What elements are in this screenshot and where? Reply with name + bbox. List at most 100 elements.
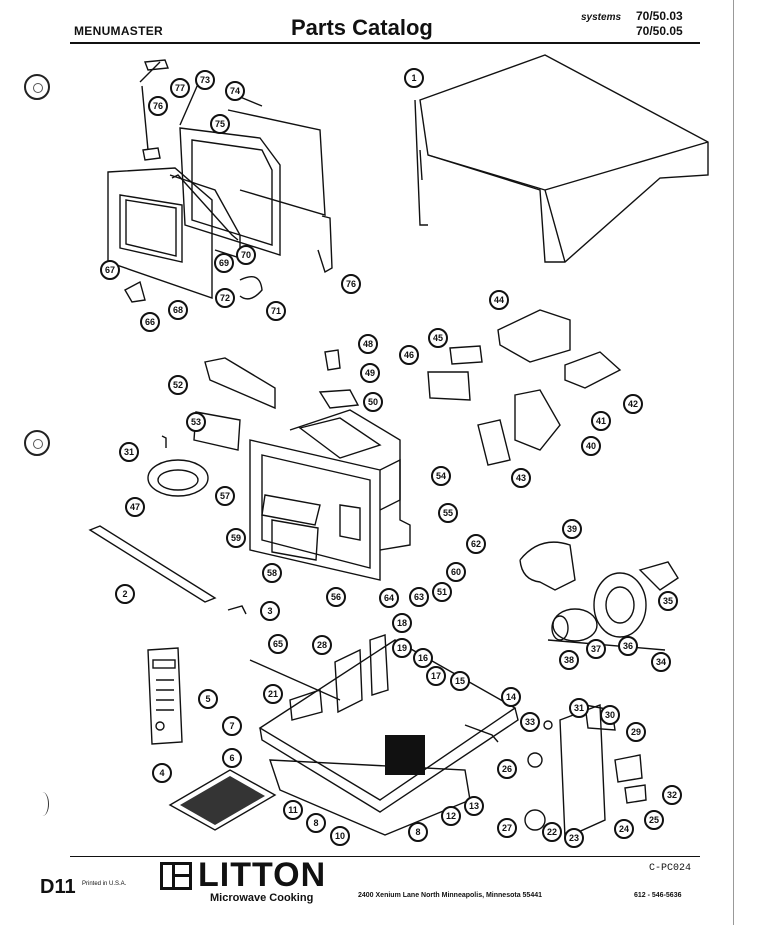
callout-27: 27 — [497, 818, 517, 838]
callout-label: 23 — [569, 833, 579, 843]
callout-circle — [511, 468, 531, 488]
callout-circle — [399, 345, 419, 365]
callout-label: 11 — [288, 805, 298, 815]
callout-label: 31 — [574, 703, 584, 713]
callout-circle — [559, 650, 579, 670]
stirrer-and-strip-parts — [88, 435, 247, 615]
callout-circle — [341, 274, 361, 294]
callout-circle — [283, 800, 303, 820]
callout-47: 47 — [125, 497, 145, 517]
callout-45: 45 — [428, 328, 448, 348]
callout-54: 54 — [431, 466, 451, 486]
callout-circle — [623, 394, 643, 414]
callout-8: 8 — [306, 813, 326, 833]
callout-circle — [428, 328, 448, 348]
callout-label: 34 — [656, 657, 666, 667]
callout-label: 10 — [335, 831, 345, 841]
callout-circle — [497, 818, 517, 838]
callout-label: 74 — [230, 86, 240, 96]
callout-label: 68 — [173, 305, 183, 315]
callout-label: 57 — [220, 491, 230, 501]
callout-circle — [489, 290, 509, 310]
callout-52: 52 — [168, 375, 188, 395]
callout-label: 26 — [502, 764, 512, 774]
callout-label: 42 — [628, 399, 638, 409]
callout-label: 3 — [267, 606, 272, 616]
callout-58: 58 — [262, 563, 282, 583]
callout-circle — [569, 698, 589, 718]
callout-circle — [379, 588, 399, 608]
callout-37: 37 — [586, 639, 606, 659]
callout-21: 21 — [263, 684, 283, 704]
callout-label: 36 — [623, 641, 633, 651]
callout-67: 67 — [100, 260, 120, 280]
callout-13: 13 — [464, 796, 484, 816]
callout-circle — [651, 652, 671, 672]
callout-circle — [222, 716, 242, 736]
callout-label: 47 — [130, 502, 140, 512]
callout-label: 35 — [663, 596, 673, 606]
callout-circle — [392, 613, 412, 633]
callout-label: 55 — [443, 508, 453, 518]
callout-label: 48 — [363, 339, 373, 349]
callout-circle — [644, 810, 664, 830]
callout-label: 67 — [105, 265, 115, 275]
callout-circle — [125, 497, 145, 517]
callout-label: 22 — [547, 827, 557, 837]
callout-circle — [260, 601, 280, 621]
callout-circle — [306, 813, 326, 833]
callout-label: 76 — [153, 101, 163, 111]
callout-circle — [119, 442, 139, 462]
callout-circle — [450, 671, 470, 691]
callout-10: 10 — [330, 826, 350, 846]
door-assembly-part — [107, 59, 333, 303]
system-number-1: 70/50.03 — [636, 9, 683, 23]
callout-label: 24 — [619, 824, 629, 834]
callout-label: 38 — [564, 655, 574, 665]
callout-circle — [222, 748, 242, 768]
callout-circle — [662, 785, 682, 805]
callout-circle — [581, 436, 601, 456]
company-address: 2400 Xenium Lane North Minneapolis, Minn… — [358, 892, 542, 899]
callout-34: 34 — [651, 652, 671, 672]
callout-71: 71 — [266, 301, 286, 321]
callout-circle — [404, 68, 424, 88]
page-edge-line — [733, 0, 734, 925]
callout-label: 62 — [471, 539, 481, 549]
callout-50: 50 — [363, 392, 383, 412]
callout-66: 66 — [140, 312, 160, 332]
callout-circle — [466, 534, 486, 554]
callout-72: 72 — [215, 288, 235, 308]
exploded-parts-diagram: 1 2 3 4 5 6 7 8 8 10 11 12 13 14 15 16 1… — [88, 54, 709, 848]
callout-circle — [392, 638, 412, 658]
callout-label: 30 — [605, 710, 615, 720]
company-phone: 612 - 546-5636 — [634, 892, 682, 899]
callout-label: 17 — [431, 671, 441, 681]
callout-2: 2 — [115, 584, 135, 604]
callout-49: 49 — [360, 363, 380, 383]
callout-label: 39 — [567, 524, 577, 534]
callout-label: 44 — [494, 295, 504, 305]
document-number: C-PC024 — [649, 863, 692, 874]
callout-circle — [210, 114, 230, 134]
callout-label: 4 — [159, 768, 164, 778]
callout-circle — [186, 412, 206, 432]
callout-label: 25 — [649, 815, 659, 825]
callout-48: 48 — [358, 334, 378, 354]
callout-circle — [618, 636, 638, 656]
callout-circle — [148, 96, 168, 116]
callout-circle — [497, 759, 517, 779]
callout-label: 77 — [175, 83, 185, 93]
callout-label: 59 — [231, 533, 241, 543]
callout-circle — [408, 822, 428, 842]
callout-label: 8 — [415, 827, 420, 837]
callout-circle — [614, 819, 634, 839]
callout-circle — [426, 666, 446, 686]
callout-circle — [501, 687, 521, 707]
callout-circle — [586, 639, 606, 659]
callout-label: 69 — [219, 258, 229, 268]
callout-29: 29 — [626, 722, 646, 742]
callout-73: 73 — [195, 70, 215, 90]
cabinet-wrapper-part — [414, 54, 709, 263]
callout-39: 39 — [562, 519, 582, 539]
